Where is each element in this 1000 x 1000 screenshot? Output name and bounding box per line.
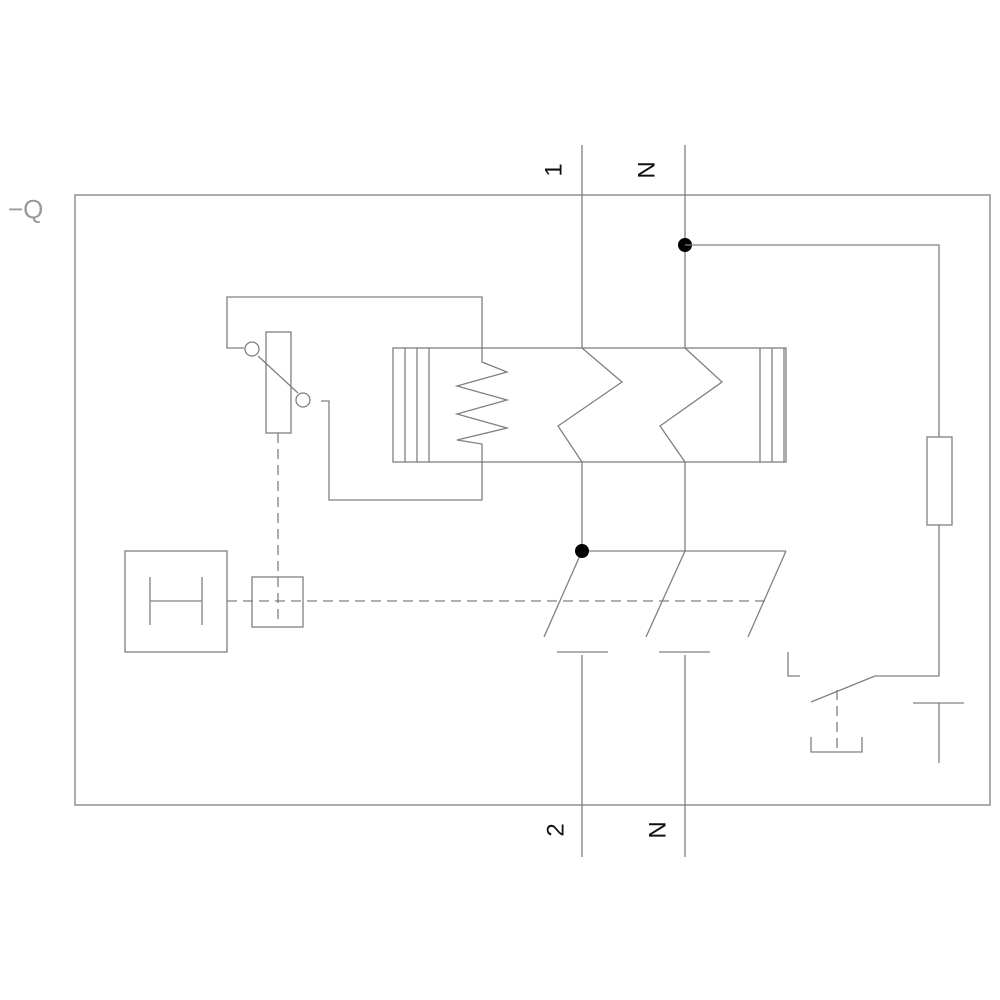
- device-reference-label: −Q: [8, 194, 43, 224]
- terminal-label-line-in: 1: [540, 163, 567, 176]
- test-button-actuator: [810, 737, 863, 753]
- current-transformer: [392, 347, 787, 463]
- trip-relay: [244, 331, 311, 434]
- terminal-label-line-out: 2: [542, 823, 569, 836]
- test-circuit: [685, 244, 964, 763]
- test-switch-blade: [810, 675, 876, 703]
- manual-operator: [124, 550, 228, 653]
- test-resistor: [926, 436, 953, 526]
- latch-block: [251, 576, 304, 628]
- junction-node-line: [575, 544, 589, 558]
- relay-contact-terminal: [244, 341, 260, 357]
- terminal-label-neutral-out: N: [644, 821, 671, 838]
- device-enclosure: [74, 194, 991, 806]
- terminal-label-neutral-in: N: [633, 161, 660, 178]
- secondary-winding: [226, 296, 510, 501]
- relay-contact-terminal: [295, 392, 311, 408]
- neutral-conductor: [659, 145, 724, 857]
- main-contacts: [543, 550, 787, 653]
- line-conductor: [557, 145, 624, 857]
